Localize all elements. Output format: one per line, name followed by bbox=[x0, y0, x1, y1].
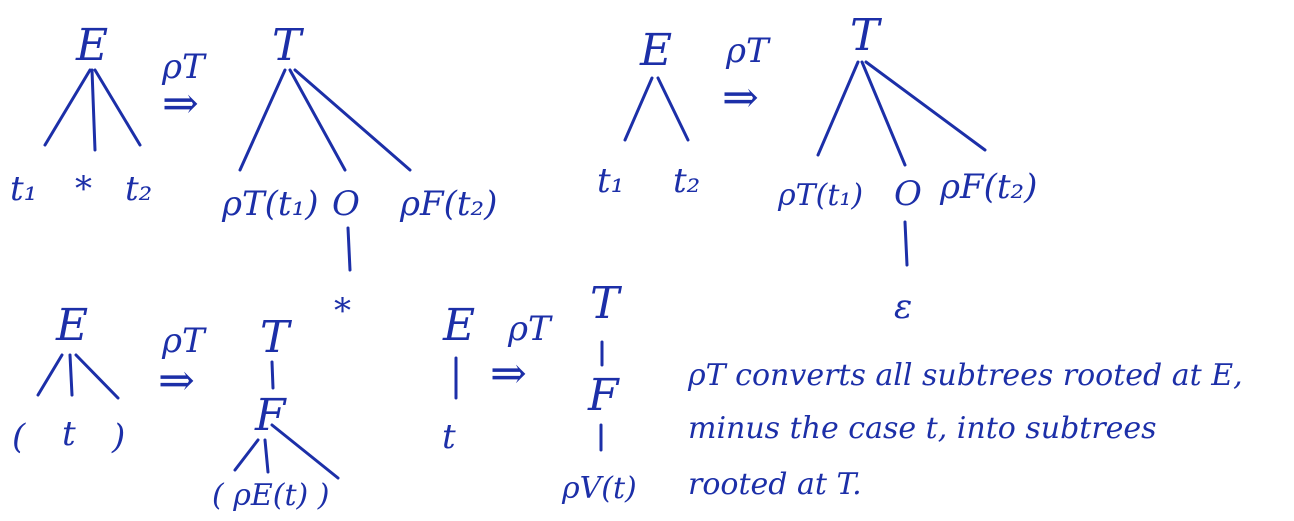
d4-leaf-t: t bbox=[442, 417, 456, 457]
d1-result-edge-right bbox=[293, 68, 412, 172]
d3-result-edge-right bbox=[270, 423, 340, 480]
diagram-4: E t ρT ⇒ T F ρV(t) bbox=[442, 278, 637, 506]
diagram-2: E t₁ t₂ ρT ⇒ T ρT(t₁) O ρF(t₂) ε bbox=[597, 10, 1037, 327]
d1-result-edge-left bbox=[238, 68, 287, 172]
diagram-1: E t₁ * t₂ ρT ⇒ T ρT(t₁) O ρF(t₂) * bbox=[10, 20, 497, 331]
d2-result-edge-mid bbox=[860, 60, 907, 167]
d2-leaf-t2: t₂ bbox=[673, 161, 700, 201]
d1-edge-mid bbox=[90, 68, 97, 152]
d1-o-child-star: * bbox=[334, 291, 351, 331]
d2-result-child-O: O bbox=[894, 174, 922, 214]
d1-leaf-t1: t₁ bbox=[10, 169, 37, 209]
d2-edge-left bbox=[623, 76, 654, 142]
d2-arrow-label: ρT bbox=[725, 31, 771, 71]
d3-result-edge-left bbox=[233, 438, 260, 472]
d3-edge-mid bbox=[68, 353, 74, 397]
d1-arrow-label: ρT bbox=[161, 47, 207, 87]
d3-result-edge-T-F bbox=[270, 360, 275, 390]
d1-o-edge bbox=[346, 226, 352, 272]
d2-o-edge bbox=[903, 220, 909, 267]
d4-result-root-T: T bbox=[590, 278, 623, 329]
d2-result-child-1: ρT(t₁) bbox=[777, 178, 863, 213]
d3-edge-left bbox=[36, 353, 64, 397]
d3-leaf-t: t bbox=[62, 414, 76, 454]
d4-result-mid-F: F bbox=[587, 370, 620, 421]
d3-arrow: ⇒ bbox=[158, 355, 195, 406]
d4-result-leaf: ρV(t) bbox=[561, 471, 637, 506]
d4-arrow-label: ρT bbox=[507, 309, 553, 349]
d3-leaf-lparen: ( bbox=[12, 417, 26, 457]
d2-result-edge-left bbox=[816, 60, 860, 157]
d1-result-child-1: ρT(t₁) bbox=[221, 184, 319, 224]
d3-result-edge-mid bbox=[263, 438, 270, 474]
d3-result-root-T: T bbox=[260, 312, 293, 363]
d1-root-E: E bbox=[75, 20, 108, 71]
d2-result-child-3: ρF(t₂) bbox=[939, 167, 1037, 207]
d2-leaf-t1: t₁ bbox=[597, 161, 624, 201]
d2-result-edge-right bbox=[864, 60, 987, 152]
d1-leaf-star: * bbox=[75, 169, 92, 209]
d1-edge-left bbox=[43, 68, 92, 147]
d2-result-root-T: T bbox=[850, 10, 883, 61]
d2-o-child-epsilon: ε bbox=[894, 287, 912, 327]
diagram-3: E ( t ) ρT ⇒ T F ( ρE(t) ) bbox=[12, 300, 340, 513]
d4-arrow: ⇒ bbox=[490, 348, 527, 399]
d1-edge-right bbox=[93, 68, 142, 147]
d2-root-E: E bbox=[639, 25, 672, 76]
explanation-note: ρT converts all subtrees rooted at E, mi… bbox=[687, 358, 1243, 502]
d1-arrow: ⇒ bbox=[162, 78, 199, 129]
d1-result-edge-mid bbox=[288, 68, 347, 172]
d1-result-child-O: O bbox=[332, 184, 360, 224]
d2-edge-right bbox=[656, 76, 690, 142]
d4-root-E: E bbox=[442, 300, 475, 351]
d3-arrow-label: ρT bbox=[161, 321, 207, 361]
d1-leaf-t2: t₂ bbox=[125, 169, 152, 209]
d3-leaf-rparen: ) bbox=[111, 417, 125, 457]
d3-root-E: E bbox=[55, 300, 88, 351]
d2-arrow: ⇒ bbox=[722, 72, 759, 123]
d3-result-leaves: ( ρE(t) ) bbox=[212, 478, 329, 513]
note-line-3: rooted at T. bbox=[688, 467, 862, 502]
d3-edge-right bbox=[74, 353, 120, 400]
d1-result-child-3: ρF(t₂) bbox=[399, 184, 497, 224]
note-line-2: minus the case t, into subtrees bbox=[688, 411, 1157, 446]
d1-result-root-T: T bbox=[272, 20, 305, 71]
note-line-1: ρT converts all subtrees rooted at E, bbox=[687, 358, 1243, 393]
